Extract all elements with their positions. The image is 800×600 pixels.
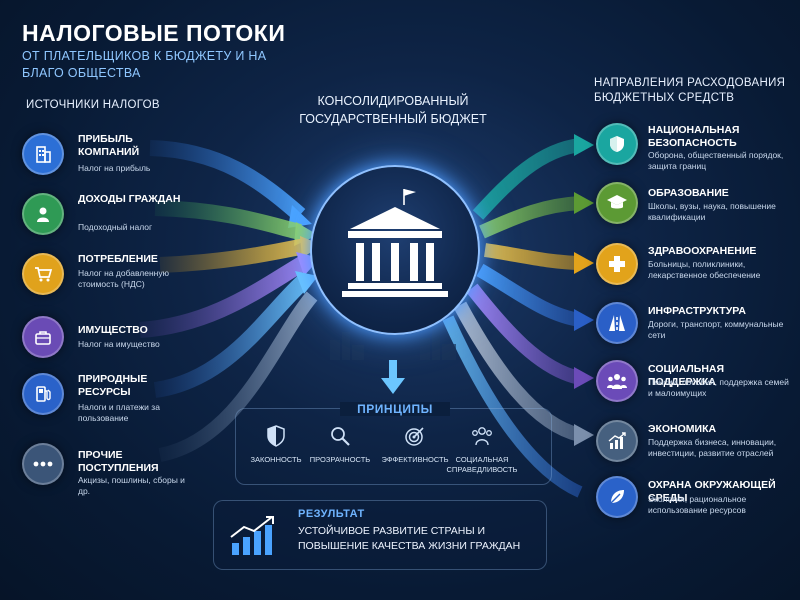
principle-label: ЗАКОННОСТЬ xyxy=(250,455,302,464)
principle-label: СОЦИАЛЬНАЯ СПРАВЕДЛИВОСТЬ xyxy=(446,455,518,474)
source-item-consumption: ПОТРЕБЛЕНИЕ Налог на добавленную стоимос… xyxy=(22,253,212,309)
flow-out-5 xyxy=(466,283,582,385)
people-group-icon xyxy=(596,360,638,402)
flow-in-1 xyxy=(149,140,306,222)
dest-desc: Экология, рациональное использование рес… xyxy=(648,494,747,515)
people-icon xyxy=(443,425,521,449)
arrow-down-icon xyxy=(381,360,405,394)
destinations-heading: НАПРАВЛЕНИЯ РАСХОДОВАНИЯ БЮДЖЕТНЫХ СРЕДС… xyxy=(594,77,786,104)
source-item-profit: ПРИБЫЛЬ КОМПАНИЙ Налог на прибыль xyxy=(22,133,212,189)
fuel-pump-icon xyxy=(22,373,64,415)
dest-desc: Поддержка бизнеса, инновации, инвестиции… xyxy=(648,437,777,458)
target-icon xyxy=(376,425,454,449)
principle-legality: ЗАКОННОСТЬ xyxy=(237,425,315,465)
principle-justice: СОЦИАЛЬНАЯ СПРАВЕДЛИВОСТЬ xyxy=(443,425,521,475)
rising-bars-icon xyxy=(228,515,278,562)
flow-in-6 xyxy=(158,291,318,462)
briefcase-icon xyxy=(22,316,64,358)
cart-icon xyxy=(22,253,64,295)
flow-out-4 xyxy=(476,263,582,327)
flow-out-6 xyxy=(453,301,582,442)
flow-out-2 xyxy=(479,196,581,239)
budget-title: КОНСОЛИДИРОВАННЫЙ ГОСУДАРСТВЕННЫЙ БЮДЖЕТ xyxy=(299,94,487,126)
flow-in-4 xyxy=(139,255,309,338)
source-desc: Налог на добавленную стоимость (НДС) xyxy=(78,268,170,289)
leaf-icon xyxy=(596,476,638,518)
result-title: РЕЗУЛЬТАТ xyxy=(298,508,365,520)
source-desc: Налог на имущество xyxy=(78,339,160,349)
growth-chart-icon xyxy=(596,420,638,462)
source-item-other: ПРОЧИЕ ПОСТУПЛЕНИЯ Акцизы, пошлины, сбор… xyxy=(22,443,212,499)
principle-label: ЭФФЕКТИВНОСТЬ xyxy=(381,455,449,464)
source-title: ПРИБЫЛЬ КОМПАНИЙ xyxy=(78,133,140,158)
source-desc: Подоходный налог xyxy=(78,222,153,232)
graduation-cap-icon xyxy=(596,182,638,224)
magnifier-icon xyxy=(301,425,379,449)
budget-hub xyxy=(310,165,480,335)
dest-title: ИНФРАСТРУКТУРА xyxy=(648,305,746,317)
principle-transparency: ПРОЗРАЧНОСТЬ xyxy=(301,425,379,465)
flow-in-2 xyxy=(154,200,302,240)
shield-icon xyxy=(596,123,638,165)
medical-cross-icon xyxy=(596,243,638,285)
flow-out-7 xyxy=(442,315,583,498)
dest-item-healthcare: ЗДРАВООХРАНЕНИЕ Больницы, поликлиники, л… xyxy=(596,243,796,299)
building-icon xyxy=(22,133,64,175)
source-item-income: ДОХОДЫ ГРАЖДАН Подоходный налог xyxy=(22,193,212,249)
flow-in-5 xyxy=(153,273,311,398)
dest-item-environment: ОХРАНА ОКРУЖАЮЩЕЙ СРЕДЫ Экология, рацион… xyxy=(596,476,796,532)
dest-desc: Дороги, транспорт, коммунальные сети xyxy=(648,319,784,340)
road-icon xyxy=(596,302,638,344)
person-icon xyxy=(22,193,64,235)
dest-title: НАЦИОНАЛЬНАЯ БЕЗОПАСНОСТЬ xyxy=(648,124,740,149)
dest-title: ЭКОНОМИКА xyxy=(648,423,717,435)
dest-item-economy: ЭКОНОМИКА Поддержка бизнеса, инновации, … xyxy=(596,420,796,476)
government-building-icon xyxy=(342,189,448,297)
city-skyline xyxy=(330,330,456,360)
dest-title: ЗДРАВООХРАНЕНИЕ xyxy=(648,245,757,257)
source-desc: Налог на прибыль xyxy=(78,163,151,173)
dest-desc: Больницы, поликлиники, лекарственное обе… xyxy=(648,259,761,280)
source-title: ПРИРОДНЫЕ РЕСУРСЫ xyxy=(78,373,148,398)
page-subtitle: ОТ ПЛАТЕЛЬЩИКОВ К БЮДЖЕТУ И НА БЛАГО ОБЩ… xyxy=(22,49,267,80)
dest-title: ОБРАЗОВАНИЕ xyxy=(648,187,729,199)
source-item-resources: ПРИРОДНЫЕ РЕСУРСЫ Налоги и платежи за по… xyxy=(22,373,212,429)
dest-item-education: ОБРАЗОВАНИЕ Школы, вузы, наука, повышени… xyxy=(596,182,796,238)
source-desc: Акцизы, пошлины, сборы и др. xyxy=(78,475,185,496)
dest-desc: Школы, вузы, наука, повышение квалификац… xyxy=(648,201,776,222)
principle-efficiency: ЭФФЕКТИВНОСТЬ xyxy=(376,425,454,465)
principle-label: ПРОЗРАЧНОСТЬ xyxy=(309,455,371,464)
result-text: УСТОЙЧИВОЕ РАЗВИТИЕ СТРАНЫ И ПОВЫШЕНИЕ К… xyxy=(298,525,521,552)
source-title: ПОТРЕБЛЕНИЕ xyxy=(78,253,158,265)
source-desc: Налоги и платежи за пользование xyxy=(78,402,160,423)
sources-heading: ИСТОЧНИКИ НАЛОГОВ xyxy=(26,99,160,111)
source-item-property: ИМУЩЕСТВО Налог на имущество xyxy=(22,316,212,372)
source-title: ИМУЩЕСТВО xyxy=(78,324,148,336)
dest-title: ОХРАНА ОКРУЖАЮЩЕЙ СРЕДЫ xyxy=(648,479,776,504)
flow-in-3 xyxy=(159,238,307,273)
source-title: ДОХОДЫ ГРАЖДАН xyxy=(78,193,181,205)
flow-out-1 xyxy=(472,138,582,220)
dest-item-social: СОЦИАЛЬНАЯ ПОДДЕРЖКА Пенсии, пособия, по… xyxy=(596,360,796,416)
page-title: НАЛОГОВЫЕ ПОТОКИ xyxy=(22,20,286,46)
principles-title: ПРИНЦИПЫ xyxy=(340,402,450,416)
shield-check-icon xyxy=(237,425,315,449)
flow-out-3 xyxy=(484,243,581,270)
dest-desc: Пенсии, пособия, поддержка семей и малои… xyxy=(648,377,789,398)
source-title: ПРОЧИЕ ПОСТУПЛЕНИЯ xyxy=(78,449,159,474)
dest-item-infrastructure: ИНФРАСТРУКТУРА Дороги, транспорт, коммун… xyxy=(596,302,796,358)
more-dots-icon xyxy=(22,443,64,485)
dest-desc: Оборона, общественный порядок, защита гр… xyxy=(648,150,784,171)
dest-title: СОЦИАЛЬНАЯ ПОДДЕРЖКА xyxy=(648,363,725,388)
dest-item-security: НАЦИОНАЛЬНАЯ БЕЗОПАСНОСТЬ Оборона, общес… xyxy=(596,123,796,179)
